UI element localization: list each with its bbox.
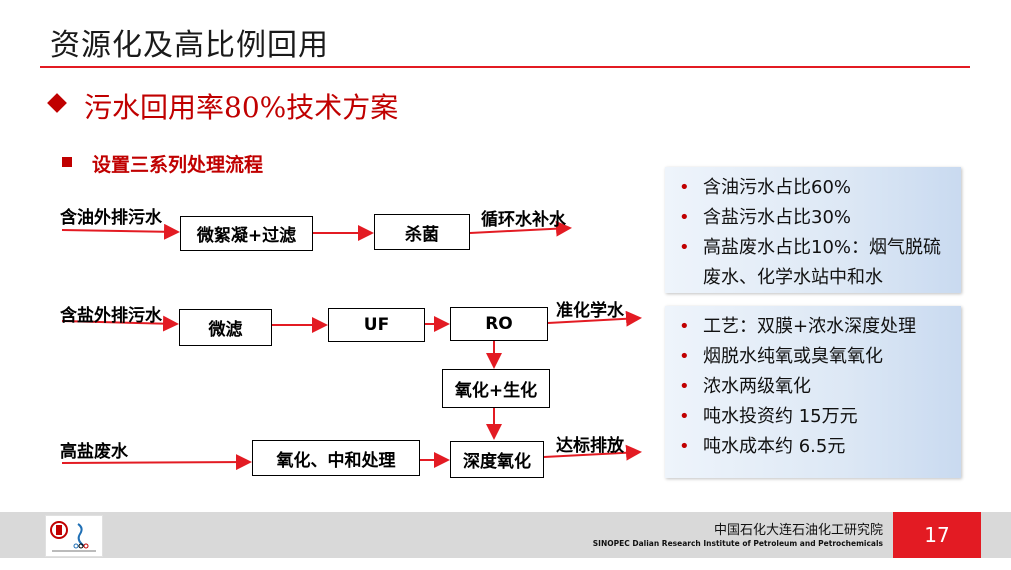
- process-item: •吨水投资约 15万元: [675, 402, 951, 432]
- process-item: •烟脱水纯氧或臭氧氧化: [675, 342, 951, 372]
- bullet-dot-icon: •: [679, 436, 690, 457]
- square-bullet-icon: [62, 157, 72, 167]
- arrow-row2-out: [547, 310, 642, 327]
- flow-row3-input: 高盐废水: [60, 442, 128, 462]
- footer-bar: [0, 512, 1011, 558]
- flow-row2-step3: RO: [450, 307, 548, 341]
- bullet-dot-icon: •: [679, 346, 690, 367]
- sinopec-logo-icon: [50, 521, 96, 552]
- sub-heading: 设置三系列处理流程: [92, 154, 264, 176]
- bullet-dot-icon: •: [679, 237, 690, 258]
- composition-item: •高盐废水占比10%：烟气脱硫废水、化学水站中和水: [675, 233, 951, 293]
- flow-row1-input: 含油外排污水: [60, 208, 162, 228]
- footer-org-en: SINOPEC Dalian Research Institute of Pet…: [592, 539, 883, 548]
- flow-row3-step2: 深度氧化: [450, 441, 544, 478]
- flow-row2-step2: UF: [328, 308, 425, 342]
- arrow-row3-in: [61, 454, 252, 471]
- section-heading: 污水回用率80%技术方案: [84, 91, 399, 124]
- process-panel: •工艺：双膜+浓水深度处理 •烟脱水纯氧或臭氧氧化 •浓水两级氧化 •吨水投资约…: [665, 306, 961, 478]
- footer-org-cn: 中国石化大连石油化工研究院: [713, 523, 883, 538]
- slide-title: 资源化及高比例回用: [50, 28, 329, 63]
- composition-panel: •含油污水占比60% •含盐污水占比30% •高盐废水占比10%：烟气脱硫废水、…: [665, 167, 961, 293]
- arrow-row1-in: [61, 223, 180, 240]
- page-number: 17: [893, 512, 981, 558]
- flow-row1-step1: 微絮凝+过滤: [180, 216, 313, 251]
- flow-row1-output: 循环水补水: [481, 210, 566, 230]
- process-item: •吨水成本约 6.5元: [675, 432, 951, 462]
- title-rule: [40, 66, 970, 68]
- flow-row3-output: 达标排放: [556, 436, 624, 456]
- bullet-dot-icon: •: [679, 406, 690, 427]
- flow-row2-input: 含盐外排污水: [60, 306, 162, 326]
- flow-mid-step: 氧化+生化: [442, 369, 550, 408]
- flow-row2-output: 准化学水: [556, 301, 624, 321]
- process-item: •工艺：双膜+浓水深度处理: [675, 312, 951, 342]
- bullet-dot-icon: •: [679, 207, 690, 228]
- logo-icon: [45, 515, 103, 557]
- bullet-dot-icon: •: [679, 177, 690, 198]
- bullet-dot-icon: •: [679, 316, 690, 337]
- flow-row1-step2: 杀菌: [374, 214, 470, 250]
- arrow-row2-in: [61, 315, 179, 332]
- composition-item: •含油污水占比60%: [675, 173, 951, 203]
- process-item: •浓水两级氧化: [675, 372, 951, 402]
- bullet-dot-icon: •: [679, 376, 690, 397]
- arrow-row3-out: [543, 444, 642, 461]
- flow-row3-step1: 氧化、中和处理: [252, 440, 420, 476]
- arrow-row1-out: [469, 220, 572, 237]
- composition-item: •含盐污水占比30%: [675, 203, 951, 233]
- flow-row2-step1: 微滤: [179, 309, 272, 346]
